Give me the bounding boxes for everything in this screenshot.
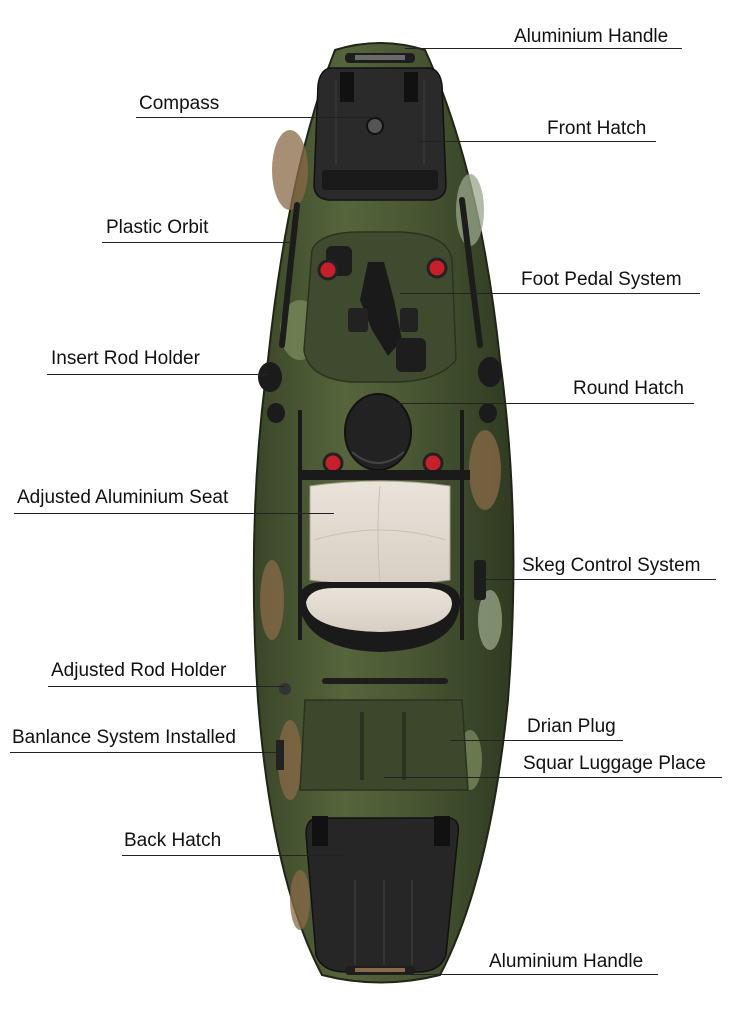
label-insert-rod-holder: Insert Rod Holder — [51, 348, 200, 369]
leader-front-hatch — [418, 141, 656, 142]
label-plastic-orbit: Plastic Orbit — [106, 217, 209, 238]
label-foot-pedal-system: Foot Pedal System — [521, 269, 682, 290]
seat-frame — [300, 470, 470, 480]
leader-aluminium-handle-bottom — [402, 974, 658, 975]
compass-dial — [366, 117, 384, 135]
back-hatch — [305, 817, 460, 973]
label-drian-plug: Drian Plug — [527, 716, 616, 737]
balance-system — [276, 740, 284, 770]
label-front-hatch: Front Hatch — [547, 118, 647, 139]
leader-banlance-system-installed — [10, 752, 282, 753]
label-back-hatch: Back Hatch — [124, 830, 222, 851]
seat-back — [309, 480, 451, 586]
leader-back-hatch — [122, 855, 344, 856]
leader-adjusted-rod-holder — [48, 686, 284, 687]
right-orbit-rail — [459, 197, 483, 348]
leader-adjusted-aluminium-seat — [14, 513, 334, 514]
adjusted-rod-holder — [279, 683, 291, 695]
label-adjusted-rod-holder: Adjusted Rod Holder — [51, 660, 227, 681]
insert-rod-holder-left — [258, 362, 282, 392]
label-compass: Compass — [139, 93, 220, 114]
label-aluminium-handle-bottom: Aluminium Handle — [489, 951, 644, 972]
leader-round-hatch — [382, 403, 694, 404]
leader-compass — [136, 117, 374, 118]
leader-foot-pedal-system — [400, 293, 700, 294]
label-round-hatch: Round Hatch — [573, 378, 684, 399]
insert-rod-holder-right — [478, 357, 502, 387]
leader-squar-luggage-place — [384, 777, 722, 778]
foot-pedal — [326, 246, 426, 372]
leader-plastic-orbit — [102, 242, 292, 243]
leader-drian-plug — [450, 740, 623, 741]
label-banlance-system-installed: Banlance System Installed — [12, 727, 236, 748]
leader-skeg-control-system — [484, 579, 716, 580]
leader-insert-rod-holder — [47, 374, 269, 375]
round-hatch-cover — [344, 393, 412, 471]
label-squar-luggage-place: Squar Luggage Place — [523, 753, 706, 774]
skeg-control — [474, 560, 486, 600]
left-orbit-rail — [279, 202, 300, 348]
leader-aluminium-handle-top — [405, 48, 682, 49]
label-adjusted-aluminium-seat: Adjusted Aluminium Seat — [17, 487, 229, 508]
label-skeg-control-system: Skeg Control System — [522, 555, 701, 576]
label-aluminium-handle-top: Aluminium Handle — [514, 26, 669, 47]
